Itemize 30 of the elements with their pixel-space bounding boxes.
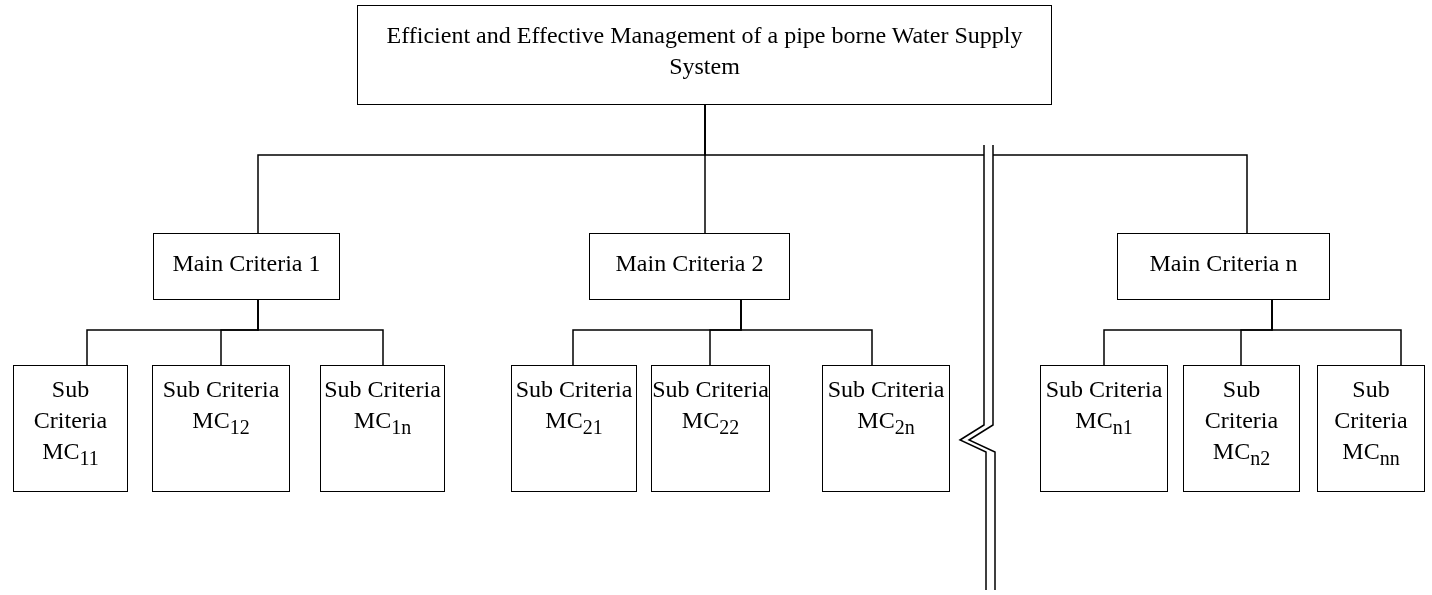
node-text: Sub Criteria MC$_{22}$ — [652, 375, 769, 440]
sub-criteria-box — [822, 365, 950, 492]
node-text: Main Criteria n — [1149, 249, 1298, 278]
connector-line — [704, 104, 1248, 234]
criteria-box — [589, 233, 790, 300]
node-text: Main Criteria 1 — [172, 249, 321, 278]
sub-criteria-box — [1040, 365, 1168, 492]
node-text: Main Criteria 2 — [615, 249, 764, 278]
node-text: Sub Criteria MC$_{2n}$ — [826, 375, 946, 440]
node-text: Sub Criteria MC$_{11}$ — [32, 375, 109, 472]
node-text: Sub Criteria MC$_{12}$ — [161, 375, 281, 440]
node-text: Sub Criteria MC$_{nn}$ — [1333, 375, 1409, 472]
sub-criteria-box — [320, 365, 445, 492]
sub-criteria-box — [511, 365, 637, 492]
goal-box — [357, 5, 1052, 105]
connector-line — [257, 299, 384, 366]
node-text: Sub Criteria MC$_{n2}$ — [1203, 375, 1280, 472]
node-text: Efficient and Effective Management of a pipe borne Water Supply System — [385, 21, 1024, 82]
node-text: Sub Criteria MC$_{21}$ — [514, 375, 634, 440]
connector-line — [1271, 299, 1402, 366]
node-text: Sub Criteria MC$_{n1}$ — [1044, 375, 1164, 440]
sub-criteria-box — [13, 365, 128, 492]
connector-line — [740, 299, 873, 366]
node-text: Sub Criteria MC$_{1n}$ — [323, 375, 442, 440]
criteria-box — [1117, 233, 1330, 300]
sub-criteria-box — [1183, 365, 1300, 492]
criteria-box — [153, 233, 340, 300]
sub-criteria-box — [1317, 365, 1425, 492]
sub-criteria-box — [651, 365, 770, 492]
sub-criteria-box — [152, 365, 290, 492]
